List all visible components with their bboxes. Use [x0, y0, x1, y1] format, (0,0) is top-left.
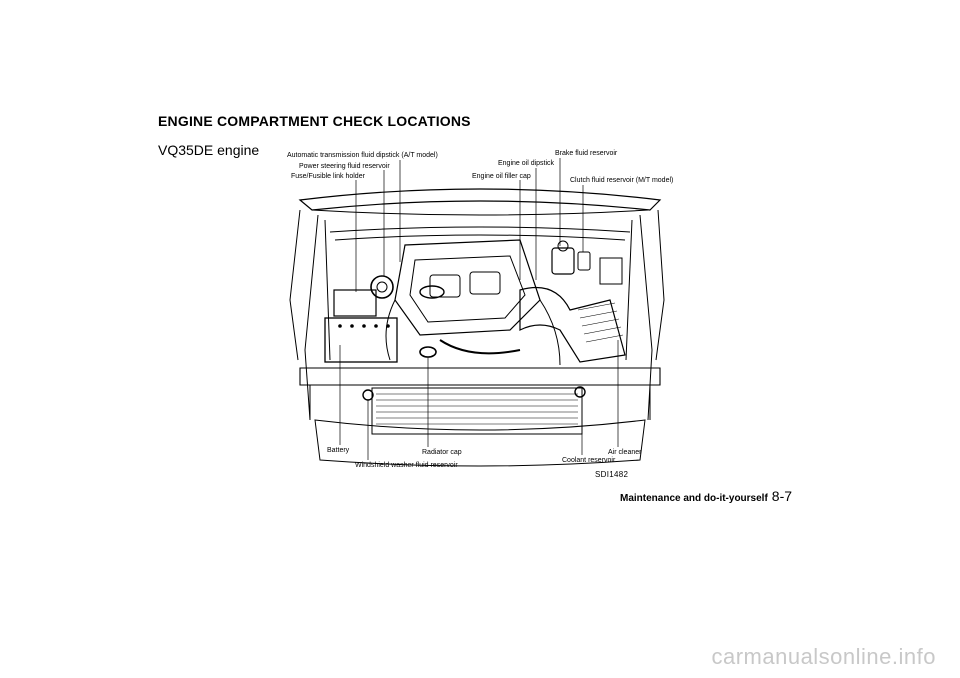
callout-atf-dipstick: Automatic transmission fluid dipstick (A…	[287, 152, 438, 159]
callout-battery: Battery	[327, 447, 350, 454]
callout-brake-reservoir: Brake fluid reservoir	[555, 150, 618, 157]
callout-fuse-holder: Fuse/Fusible link holder	[291, 173, 365, 180]
callout-ps-reservoir: Power steering fluid reservoir	[299, 163, 390, 170]
footer-section: Maintenance and do-it-yourself	[620, 493, 768, 504]
callout-clutch-reservoir: Clutch fluid reservoir (M/T model)	[570, 177, 674, 184]
figure-id: SDI1482	[595, 470, 629, 479]
callout-washer-reservoir: Windshield washer fluid reservoir	[355, 462, 458, 469]
page-number: 8-7	[771, 488, 793, 504]
page-title: ENGINE COMPARTMENT CHECK LOCATIONS	[158, 113, 471, 129]
callout-air-cleaner: Air cleaner	[608, 449, 642, 456]
callout-coolant-reservoir: Coolant reservoir	[562, 457, 616, 464]
callout-radiator-cap: Radiator cap	[422, 449, 462, 456]
callout-oil-dipstick: Engine oil dipstick	[498, 160, 555, 167]
callout-oil-filler: Engine oil filler cap	[472, 173, 531, 180]
engine-subtitle: VQ35DE engine	[158, 142, 260, 158]
watermark: carmanualsonline.info	[711, 644, 936, 669]
